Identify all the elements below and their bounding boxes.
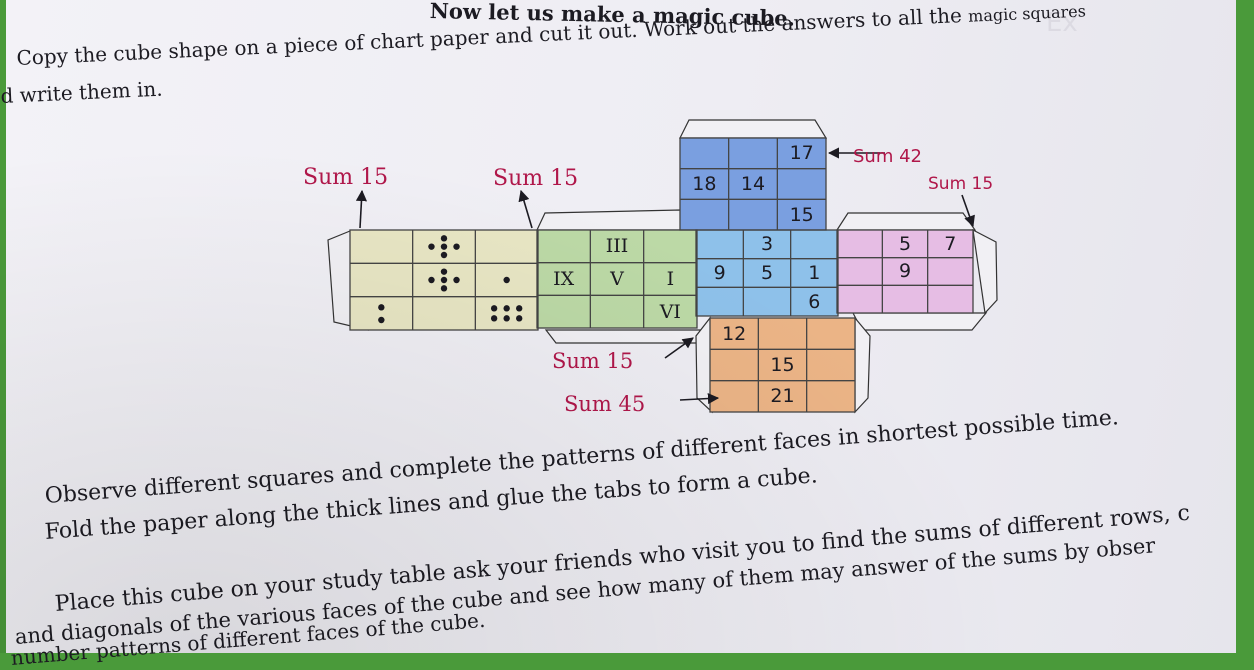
face-yellow-border: [349, 229, 539, 331]
glue-tab-right: [972, 228, 998, 315]
glue-tab-green-top: [536, 209, 696, 231]
face-orange: [710, 318, 855, 412]
cell-orange-1: 12: [722, 322, 747, 345]
cell-pink-5: 9: [898, 260, 912, 283]
cell-blue_center-9: 6: [808, 290, 821, 313]
glue-tab-top: [679, 119, 828, 139]
arrow-sum-15-second: [518, 189, 533, 229]
glue-tab-green-bottom: [544, 329, 710, 344]
dot-r2-c2-1: [440, 268, 448, 275]
cell-blue_top-3: 17: [789, 142, 814, 165]
cell-blue_top-9: 15: [789, 203, 814, 226]
arrow-sum-15-left: [355, 189, 368, 229]
arrow-sum-45: [679, 392, 720, 405]
face-blue_top: [680, 138, 826, 230]
dot-r1-c2-1: [440, 235, 448, 242]
cell-blue_top-5: 14: [740, 172, 766, 195]
bleed-through-text: Ex: [1046, 8, 1078, 38]
cell-pink-3: 7: [944, 232, 957, 255]
cell-blue_center-2: 3: [760, 233, 774, 256]
dot-r3-c3-1: [490, 305, 498, 312]
dot-r2-c2-4: [440, 285, 448, 292]
label-sum-15-right: Sum 15: [928, 174, 994, 194]
face-blue_top-border: [679, 137, 827, 231]
cell-blue_center-5: 5: [760, 261, 774, 284]
label-sum-15-face-1: Sum 15: [303, 165, 389, 190]
cell-blue_top-4: 18: [692, 172, 717, 195]
cell-green-4: IX: [553, 267, 575, 290]
dot-r2-c3-1: [503, 276, 510, 284]
cell-green-5: V: [610, 267, 624, 290]
face-orange-border: [709, 317, 856, 413]
cell-green-6: I: [666, 267, 675, 290]
dot-r2-c2-3: [453, 276, 460, 284]
label-sum-15-face-2: Sum 15: [493, 166, 579, 191]
cell-blue_center-4: 9: [713, 261, 726, 284]
label-sum-15-bottom: Sum 15: [552, 349, 634, 373]
cell-blue_center-6: 1: [808, 261, 821, 284]
cell-orange-8: 21: [770, 385, 795, 408]
arrow-sum-15-bottom: [664, 337, 694, 359]
face-pink: [837, 230, 973, 313]
dot-r1-c2-2: [428, 243, 435, 250]
glue-tab-orange-right: [854, 316, 871, 414]
dot-r1-c2-3: [453, 243, 460, 250]
face-blue_center: [696, 230, 838, 316]
dot-r3-c3-4: [490, 315, 498, 322]
cell-orange-5: 15: [770, 353, 795, 376]
cell-green-9: VI: [659, 300, 681, 323]
cell-pink-2: 5: [898, 232, 912, 255]
dot-r3-c3-6: [516, 315, 523, 322]
dot-r1-c2-4: [440, 251, 448, 259]
label-sum-42: Sum 42: [853, 146, 922, 167]
face-pink-border: [836, 229, 974, 314]
dot-r3-c3-3: [516, 305, 523, 312]
glue-tab-pink-top: [835, 212, 977, 231]
label-sum-45: Sum 45: [564, 392, 646, 416]
dot-r1-c2-5: [440, 243, 448, 250]
dot-r3-c1-2: [378, 316, 385, 324]
cell-green-2: III: [605, 235, 629, 258]
dot-r3-c1-1: [378, 304, 385, 311]
face-green-border: [536, 229, 698, 329]
glue-tab-pink-bottom: [852, 312, 988, 331]
dot-r3-c3-2: [503, 305, 510, 312]
arrow-sum-15-right: [961, 194, 975, 228]
dot-r3-c3-5: [503, 315, 510, 322]
dot-r2-c2-2: [428, 276, 435, 284]
cube-net-diagram: [327, 119, 998, 414]
face-green: [537, 230, 697, 328]
dot-r2-c2-5: [440, 276, 448, 284]
